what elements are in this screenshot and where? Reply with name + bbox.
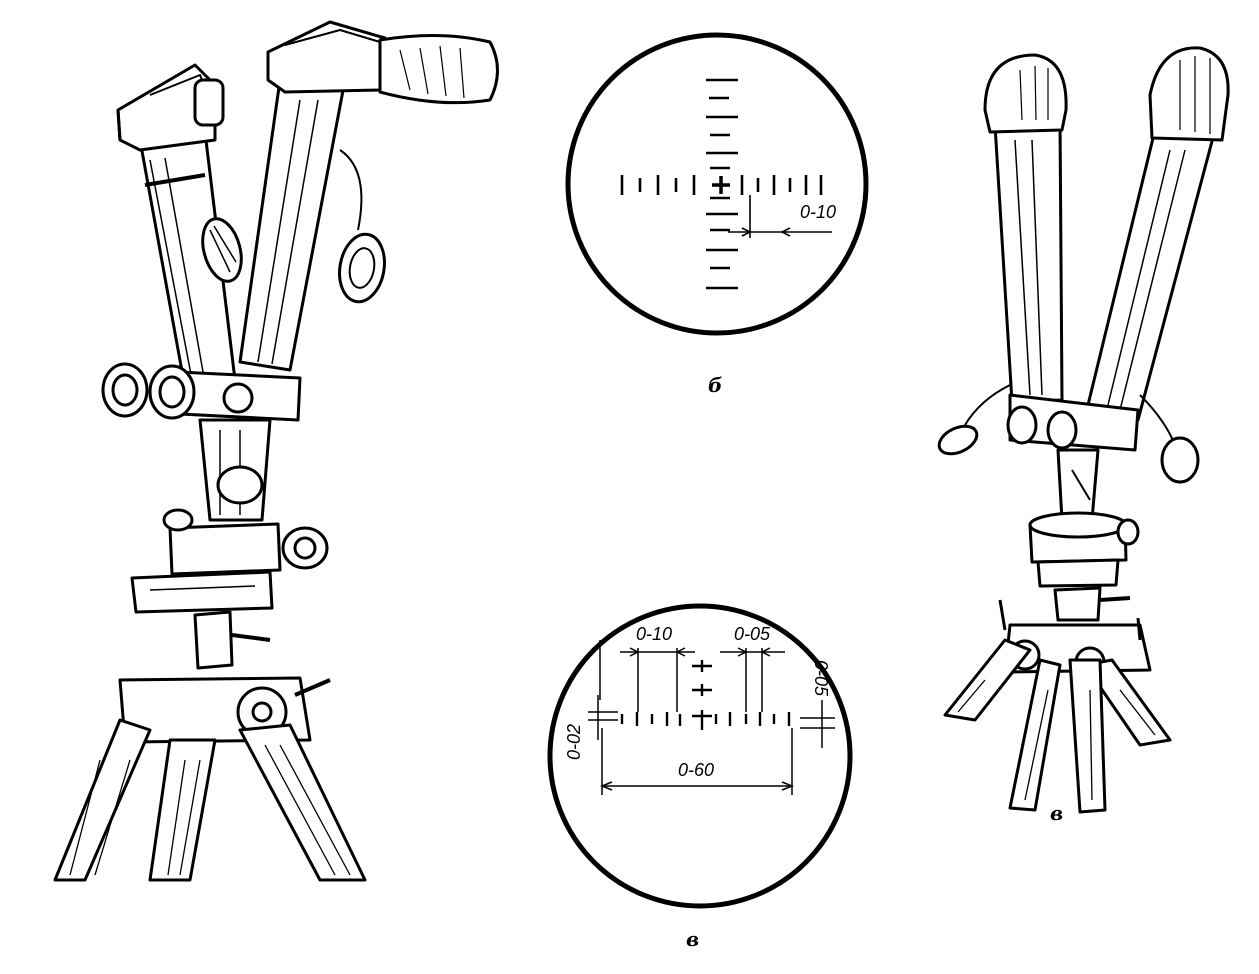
bottom-reticle-scale [620,660,791,730]
bottom-reticle-field [547,603,853,909]
bottom-reticle-label-top-right: 0-05 [734,624,771,644]
top-reticle-dimension-label: 0-10 [800,202,836,222]
top-reticle-caption: б [708,373,722,397]
bottom-reticle-caption: в [686,927,699,951]
bottom-reticle-label-right-vertical: 0-05 [811,660,831,697]
top-reticle: 0-10 б [565,32,869,397]
bottom-reticle-label-bottom: 0-60 [678,760,714,780]
bottom-reticle-label-left-vertical: 0-02 [564,724,584,760]
top-reticle-horizontal-scale [620,175,823,195]
top-reticle-vertical-scale [706,78,738,290]
left-periscope-drawing [53,20,499,882]
right-periscope-drawing [937,46,1230,814]
bottom-reticle-label-top-left: 0-10 [636,624,672,644]
right-instrument-caption: в [1050,801,1063,825]
top-reticle-dimension [728,195,832,238]
bottom-reticle: 0-10 0-05 0-60 0-02 0-05 в [547,603,853,951]
bottom-reticle-dimension-lines [588,640,835,795]
